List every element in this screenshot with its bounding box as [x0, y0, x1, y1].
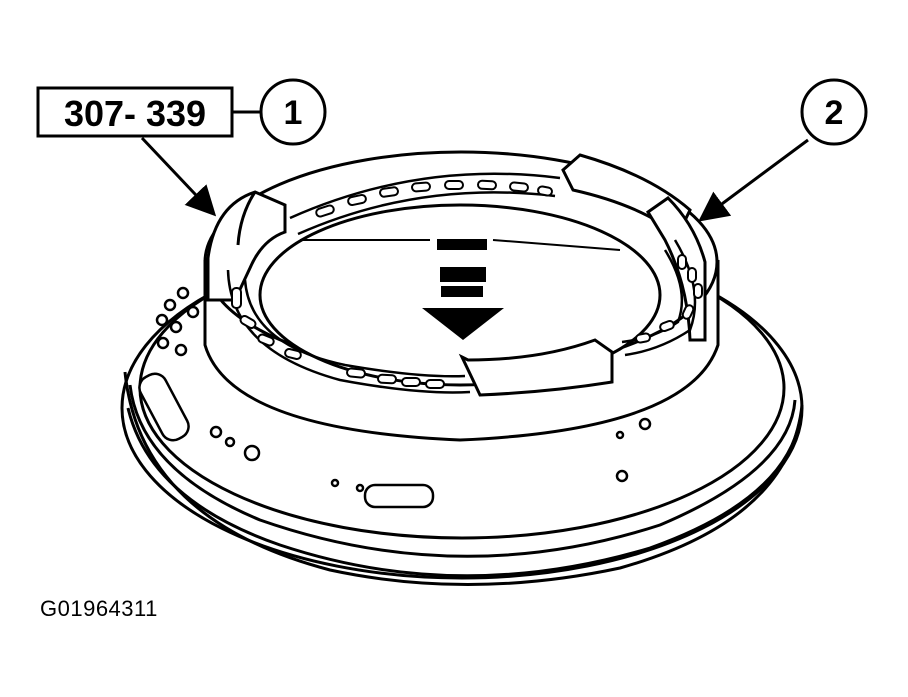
callout-2: 2 [800, 78, 868, 146]
tool-number-text: 307- 339 [64, 93, 206, 134]
callout-2-leader [698, 138, 809, 222]
tool-number-box [36, 86, 234, 138]
direction-arrow [422, 239, 504, 340]
tool-number-label: 307- 339 [36, 86, 234, 138]
ring-inner-back-edge-2 [492, 239, 621, 251]
callout-1-circle [259, 78, 327, 146]
lug-front [458, 338, 614, 397]
callout-1-label: 1 [284, 94, 303, 132]
ring-lugs [206, 153, 707, 397]
lug-right [645, 196, 707, 342]
figure-id: G01964311 [40, 596, 158, 621]
base-bottom-edge [123, 371, 804, 586]
callout-1-leader [140, 136, 217, 217]
callout-2-label: 2 [825, 94, 844, 132]
liner-perforations [231, 179, 703, 389]
callout-1: 1 [259, 78, 327, 146]
lug-left-side [236, 191, 257, 246]
base-holes [138, 286, 652, 509]
base-groove-1 [128, 384, 797, 558]
callout-2-circle [800, 78, 868, 146]
